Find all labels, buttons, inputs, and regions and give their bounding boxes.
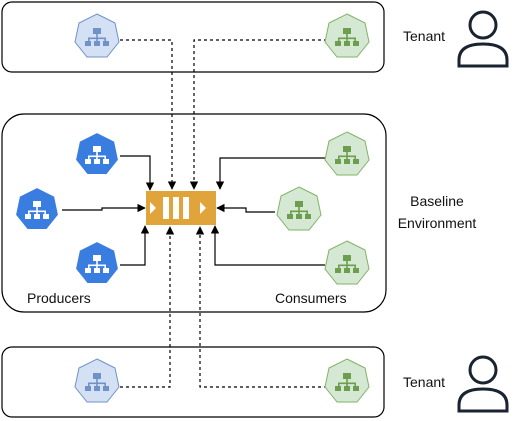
consumer-3	[324, 240, 370, 285]
producers-label: Producers	[27, 290, 91, 306]
tenant-top-consumer-link	[189, 39, 327, 190]
tenant-links	[120, 39, 327, 388]
consumer-3-link	[210, 225, 325, 266]
environment-label: Environment	[398, 215, 477, 231]
tenant-bottom-consumer-link	[195, 226, 327, 388]
producer-1	[74, 131, 120, 176]
producer-2-link	[62, 203, 146, 213]
tenant-bottom-producer	[74, 358, 120, 403]
producer-3-link	[120, 225, 150, 266]
baseline-label: Baseline	[410, 193, 464, 209]
consumer-2	[276, 186, 322, 231]
tenant-bottom-label: Tenant	[403, 374, 445, 390]
producer-1-link	[120, 155, 155, 191]
consumers-label: Consumers	[275, 290, 347, 306]
producer-2	[14, 186, 60, 231]
user-icon-top	[457, 10, 509, 68]
tenant-top-producer-link	[120, 39, 177, 190]
message-queue-icon	[146, 191, 216, 225]
tenant-bottom-producer-link	[120, 226, 175, 388]
user-icon-bottom	[457, 355, 509, 413]
tenant-top-consumer	[324, 13, 370, 58]
consumer-1	[324, 131, 370, 176]
tenant-top-producer	[74, 13, 120, 58]
consumer-1-link	[215, 157, 325, 190]
tenant-top-box	[1, 1, 385, 73]
baseline-links	[62, 155, 325, 266]
producer-3	[74, 240, 120, 285]
tenant-bottom-consumer	[324, 358, 370, 403]
tenant-top-label: Tenant	[403, 28, 445, 44]
tenant-bottom-box	[1, 346, 385, 418]
consumer-2-link	[216, 203, 275, 213]
